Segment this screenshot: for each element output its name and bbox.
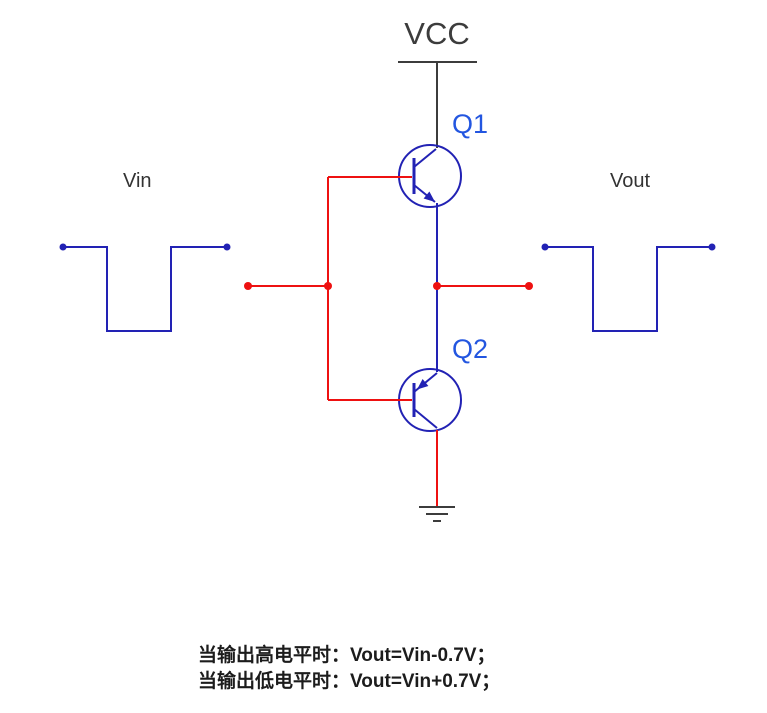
q2-emitter-arrow-icon — [417, 379, 429, 390]
output-wiring — [433, 282, 533, 290]
input-terminal-dot — [244, 282, 252, 290]
vout-label: Vout — [610, 170, 650, 192]
q1-emitter-arrow-icon — [423, 191, 435, 202]
transistor-q2: Q2 — [398, 334, 488, 432]
note-line-low: 当输出低电平时：Vout=Vin+0.7V； — [198, 669, 500, 695]
vout-waveform: Vout — [541, 170, 716, 332]
ground-icon — [419, 506, 455, 522]
vin-waveform: Vin — [59, 170, 231, 332]
vcc-rail: VCC — [398, 16, 477, 148]
ground-branch — [419, 430, 455, 522]
base-junction-dot — [324, 282, 332, 290]
q1-collector-lead — [413, 148, 437, 168]
vin-start-dot — [59, 243, 67, 251]
input-wiring — [244, 176, 412, 401]
notes: 当输出高电平时：Vout=Vin-0.7V； 当输出低电平时：Vout=Vin+… — [198, 643, 500, 695]
q2-collector-lead — [413, 408, 438, 429]
vcc-label: VCC — [404, 16, 469, 51]
q1-label: Q1 — [452, 109, 488, 139]
vin-label: Vin — [123, 170, 152, 192]
vout-pulse-trace — [545, 246, 712, 332]
vin-pulse-trace — [63, 246, 227, 332]
note-high-formula: Vout=Vin-0.7V； — [350, 645, 496, 666]
output-junction-dot — [433, 282, 441, 290]
q2-label: Q2 — [452, 334, 488, 364]
vin-end-dot — [223, 243, 231, 251]
note-low-formula: Vout=Vin+0.7V； — [350, 671, 501, 692]
transistor-q1: Q1 — [398, 109, 488, 208]
vout-end-dot — [708, 243, 716, 251]
vout-start-dot — [541, 243, 549, 251]
note-line-high: 当输出高电平时：Vout=Vin-0.7V； — [198, 643, 500, 669]
output-terminal-dot — [525, 282, 533, 290]
note-high-condition: 当输出高电平时： — [198, 645, 351, 666]
note-low-condition: 当输出低电平时： — [198, 671, 351, 692]
